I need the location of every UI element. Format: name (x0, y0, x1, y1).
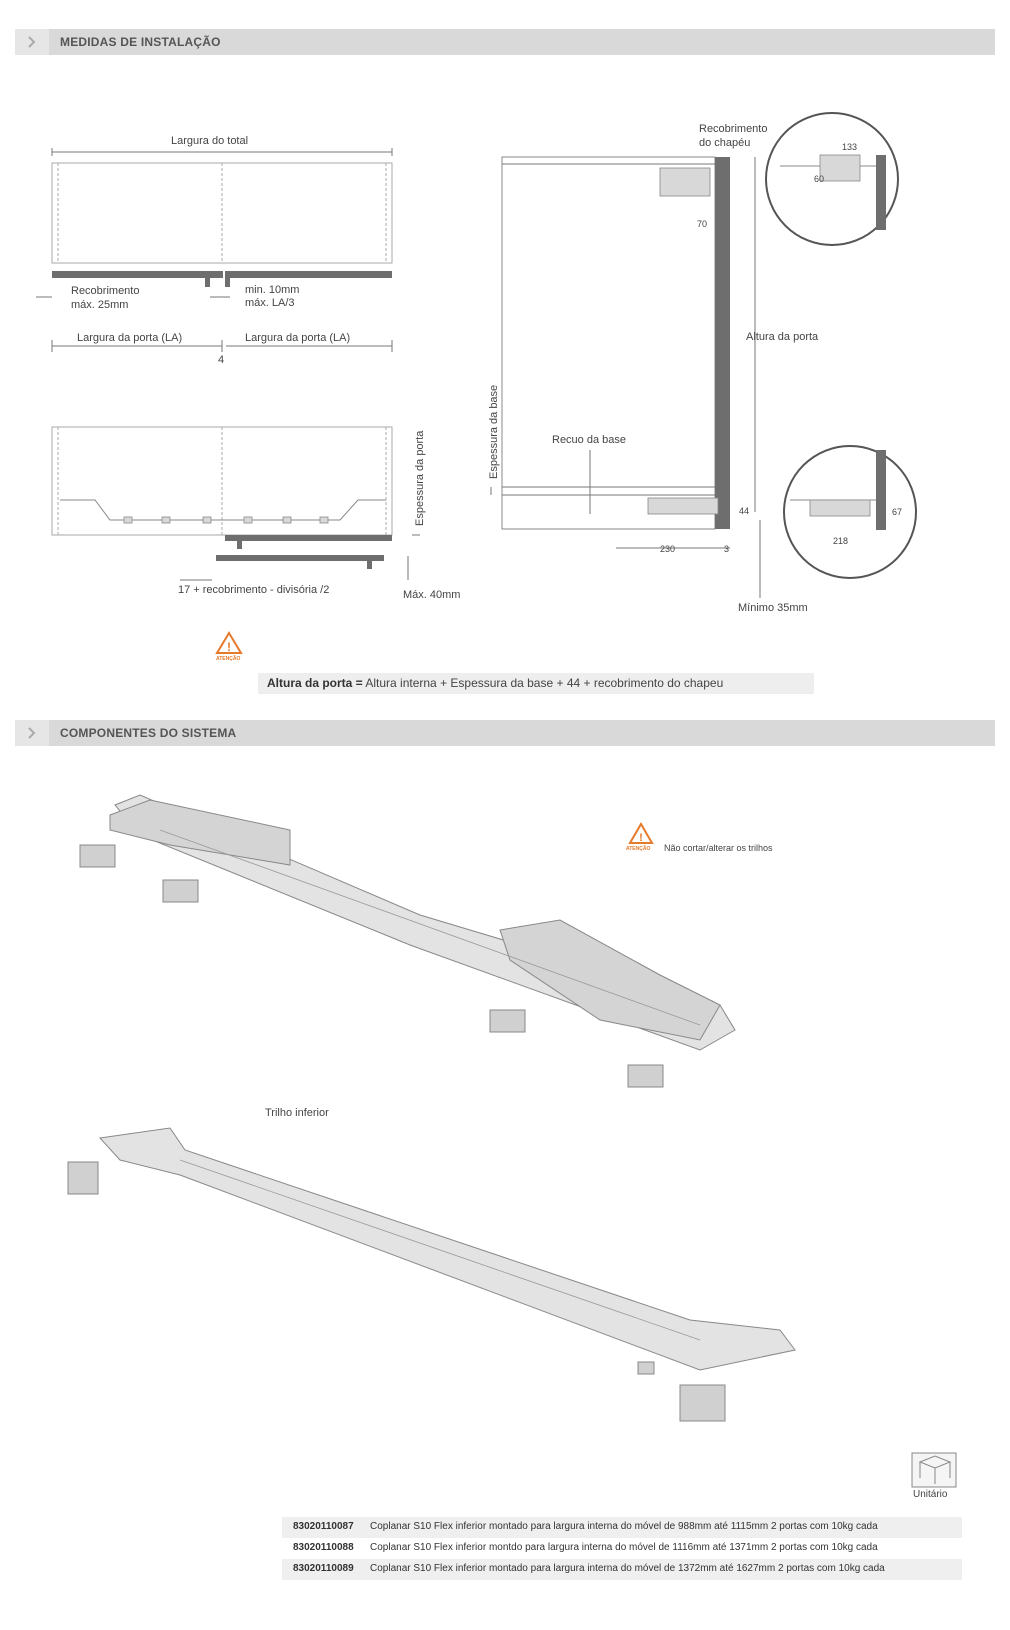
label-recuo-base: Recuo da base (552, 434, 626, 446)
formula-bold: Altura da porta = (267, 676, 363, 690)
label-min-2: máx. LA/3 (245, 297, 295, 309)
section-header-components: COMPONENTES DO SISTEMA (15, 720, 995, 746)
label-largura-porta-right: Largura da porta (LA) (245, 332, 351, 344)
svg-text:!: ! (639, 832, 643, 844)
label-recobrimento-2: máx. 25mm (71, 299, 129, 311)
section-header-install: MEDIDAS DE INSTALAÇÃO (15, 29, 995, 55)
label-minimo-35: Mínimo 35mm (738, 602, 808, 614)
dim-230: 230 (660, 544, 676, 554)
section-title: COMPONENTES DO SISTEMA (60, 726, 237, 740)
product-description: Coplanar S10 Flex inferior montdo para l… (370, 1542, 878, 1553)
label-min-1: min. 10mm (245, 284, 300, 296)
warning-label: ATENÇÃO (216, 656, 241, 662)
warning-icon: ! (628, 822, 654, 844)
product-list: 83020110087 Coplanar S10 Flex inferior m… (282, 1517, 962, 1580)
label-largura-porta-left: Largura da porta (LA) (77, 332, 183, 344)
label-max-40: Máx. 40mm (403, 589, 461, 601)
product-description: Coplanar S10 Flex inferior montado para … (370, 1521, 878, 1532)
label-four: 4 (218, 354, 225, 366)
warning-note: Não cortar/alterar os trilhos (664, 843, 773, 853)
chevron-right-icon (15, 29, 49, 55)
dim-70: 70 (697, 219, 708, 229)
product-code: 83020110088 (293, 1542, 354, 1553)
section-title: MEDIDAS DE INSTALAÇÃO (60, 35, 221, 49)
formula-bar: Altura da porta = Altura interna + Espes… (258, 673, 814, 694)
svg-text:!: ! (227, 640, 231, 654)
dim-44: 44 (739, 506, 750, 516)
label-largura-total: Largura do total (171, 135, 249, 147)
product-description: Coplanar S10 Flex inferior montado para … (370, 1563, 885, 1574)
chevron-right-icon (15, 720, 49, 746)
label-altura-porta: Altura da porta (746, 331, 819, 343)
warning-icon: ! (215, 631, 243, 654)
product-row: 83020110089 Coplanar S10 Flex inferior m… (282, 1559, 962, 1580)
box-icon (911, 1452, 957, 1488)
label-recobrimento-1: Recobrimento (71, 285, 140, 297)
product-row: 83020110087 Coplanar S10 Flex inferior m… (282, 1517, 962, 1538)
dim-3: 3 (724, 544, 730, 554)
product-code: 83020110087 (293, 1521, 354, 1532)
dim-60: 60 (814, 174, 825, 184)
dim-133: 133 (842, 142, 858, 152)
product-row: 83020110088 Coplanar S10 Flex inferior m… (282, 1538, 962, 1559)
label-recobrimento-chapeu-1: Recobrimento (699, 123, 768, 135)
label-recobrimento-divisoria: 17 + recobrimento - divisória /2 (178, 584, 330, 596)
dim-67: 67 (892, 507, 903, 517)
label-recobrimento-chapeu-2: do chapéu (699, 137, 751, 149)
formula-rest: Altura interna + Espessura da base + 44 … (362, 676, 724, 690)
product-code: 83020110089 (293, 1563, 354, 1574)
warning-label: ATENÇÃO (626, 846, 651, 852)
dim-218: 218 (833, 536, 849, 546)
installation-diagram: ! (36, 112, 917, 654)
label-trilho-inferior: Trilho inferior (265, 1107, 329, 1119)
label-unitario: Unitário (913, 1489, 948, 1500)
